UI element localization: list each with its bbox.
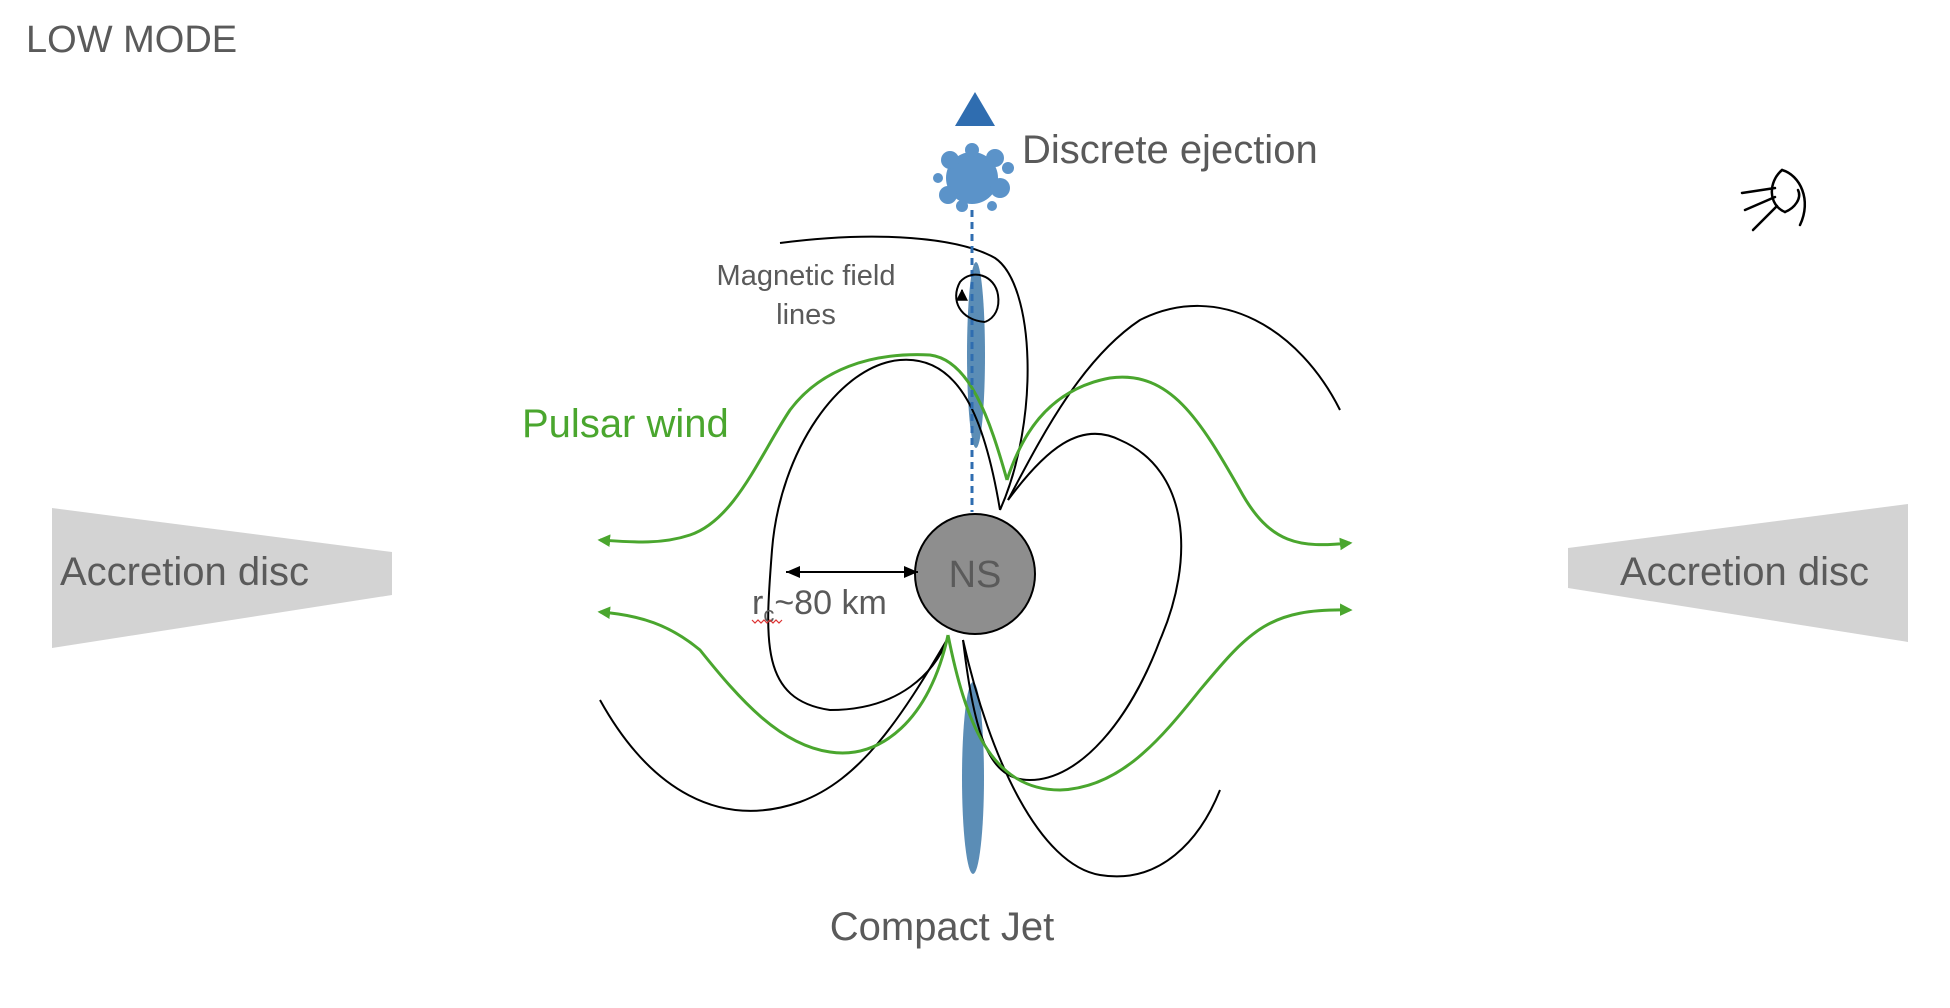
pulsar-wind-upper-left [597,353,1009,547]
magnetic-field-label-line2: lines [776,299,836,331]
accretion-disc-left [52,508,392,648]
compact-jet-label: Compact Jet [830,905,1055,949]
neutron-star-label: NS [949,554,1002,596]
ejection-direction-triangle [955,92,995,126]
pulsar-wind-label: Pulsar wind [522,402,729,446]
splash-blob-icon [933,143,1014,212]
field-line-lower-left [599,637,949,812]
accretion-disc-left-label: Accretion disc [60,550,309,594]
radius-label: rc~80 km [752,584,887,627]
eye-icon [1740,168,1806,232]
radius-symbol: r [752,584,763,622]
spellcheck-underline [751,619,783,624]
rotation-loop-icon [955,273,1000,323]
pulsar-wind-lower-left [597,606,950,755]
field-line-inner-right-loop [962,432,1183,782]
accretion-disc-right [1568,504,1908,642]
field-line-upper-right-outer [1007,304,1341,501]
radius-subscript: c [763,602,774,627]
field-line-top-left-outer [779,235,1029,511]
pulsar-wind-lower-right [946,603,1353,792]
page-title: LOW MODE [26,19,237,61]
pulsar-wind-lines [597,353,1353,792]
pulsar-wind-upper-right [1005,375,1353,551]
magnetic-field-lines [599,235,1341,878]
field-line-lower-right-outer [962,639,1221,878]
neutron-star [914,513,1036,635]
radius-value: ~80 km [774,584,886,622]
field-line-inner-left-loop [767,358,1001,712]
compact-jet-lower [962,682,984,874]
radius-arrow [786,566,918,578]
accretion-disc-right-label: Accretion disc [1620,550,1869,594]
discrete-ejection-label: Discrete ejection [1022,128,1318,172]
magnetic-field-label-line1: Magnetic field [717,260,896,292]
